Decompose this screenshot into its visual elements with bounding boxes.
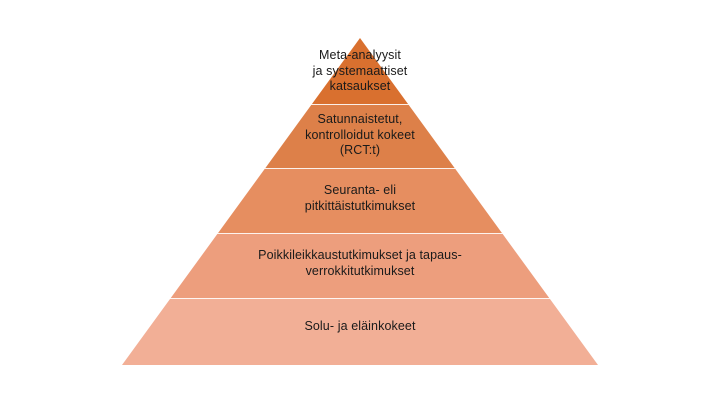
pyramid-tier-1-label: Satunnaistetut, kontrolloidut kokeet (RC…: [305, 112, 415, 157]
pyramid-tier-3-shape: [170, 233, 550, 298]
pyramid-tier-3-label: Poikkileikkaustutkimukset ja tapaus- ver…: [258, 248, 462, 278]
pyramid-tier-1-shape: [265, 104, 455, 168]
pyramid-tier-2-shape: [218, 168, 502, 233]
pyramid-tier-0-label: Meta-analyysit ja systemaattiset katsauk…: [312, 48, 408, 93]
pyramid-tier-0-shape: [311, 38, 409, 104]
pyramid-tier-2-label: Seuranta- eli pitkittäistutkimukset: [304, 183, 416, 213]
pyramid-tier-shapes: [122, 38, 598, 365]
pyramid-tier-4-shape: [122, 298, 598, 365]
pyramid-tier-4-label: Solu- ja eläinkokeet: [304, 319, 416, 333]
